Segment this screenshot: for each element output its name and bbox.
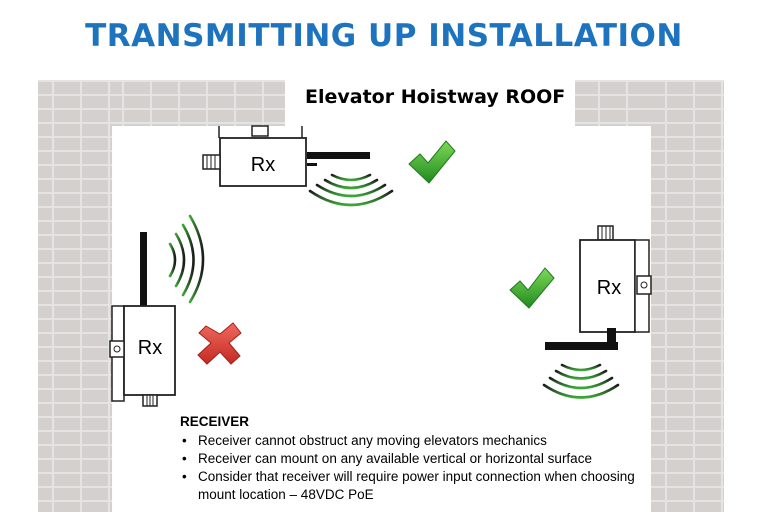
list-item: Consider that receiver will require powe… [180,468,650,504]
signal-waves-right [542,363,620,399]
hoistway-right-wall [651,80,724,512]
list-item: Receiver cannot obstruct any moving elev… [180,432,650,450]
signal-waves-roof [308,173,394,207]
receiver-right-wall: Rx [545,225,652,350]
page-title: TRANSMITTING UP INSTALLATION [85,18,683,54]
receiver-roof: Rx [202,125,370,187]
roof-label-backdrop [285,80,575,126]
receiver-right-label: Rx [597,277,621,299]
list-item: Receiver can mount on any available vert… [180,450,650,468]
notes-list: Receiver cannot obstruct any moving elev… [180,432,650,504]
notes-heading: RECEIVER [180,414,250,429]
receiver-notes: RECEIVER Receiver cannot obstruct any mo… [180,414,650,504]
check-icon [509,267,555,309]
cross-icon [197,322,242,365]
receiver-left-label: Rx [138,337,162,359]
signal-waves-left [168,214,205,304]
roof-label: Elevator Hoistway ROOF [305,86,566,108]
receiver-roof-label: Rx [251,154,275,176]
receiver-left-wall: Rx [109,232,176,407]
hoistway-left-wall [38,80,112,512]
check-icon [408,140,456,184]
